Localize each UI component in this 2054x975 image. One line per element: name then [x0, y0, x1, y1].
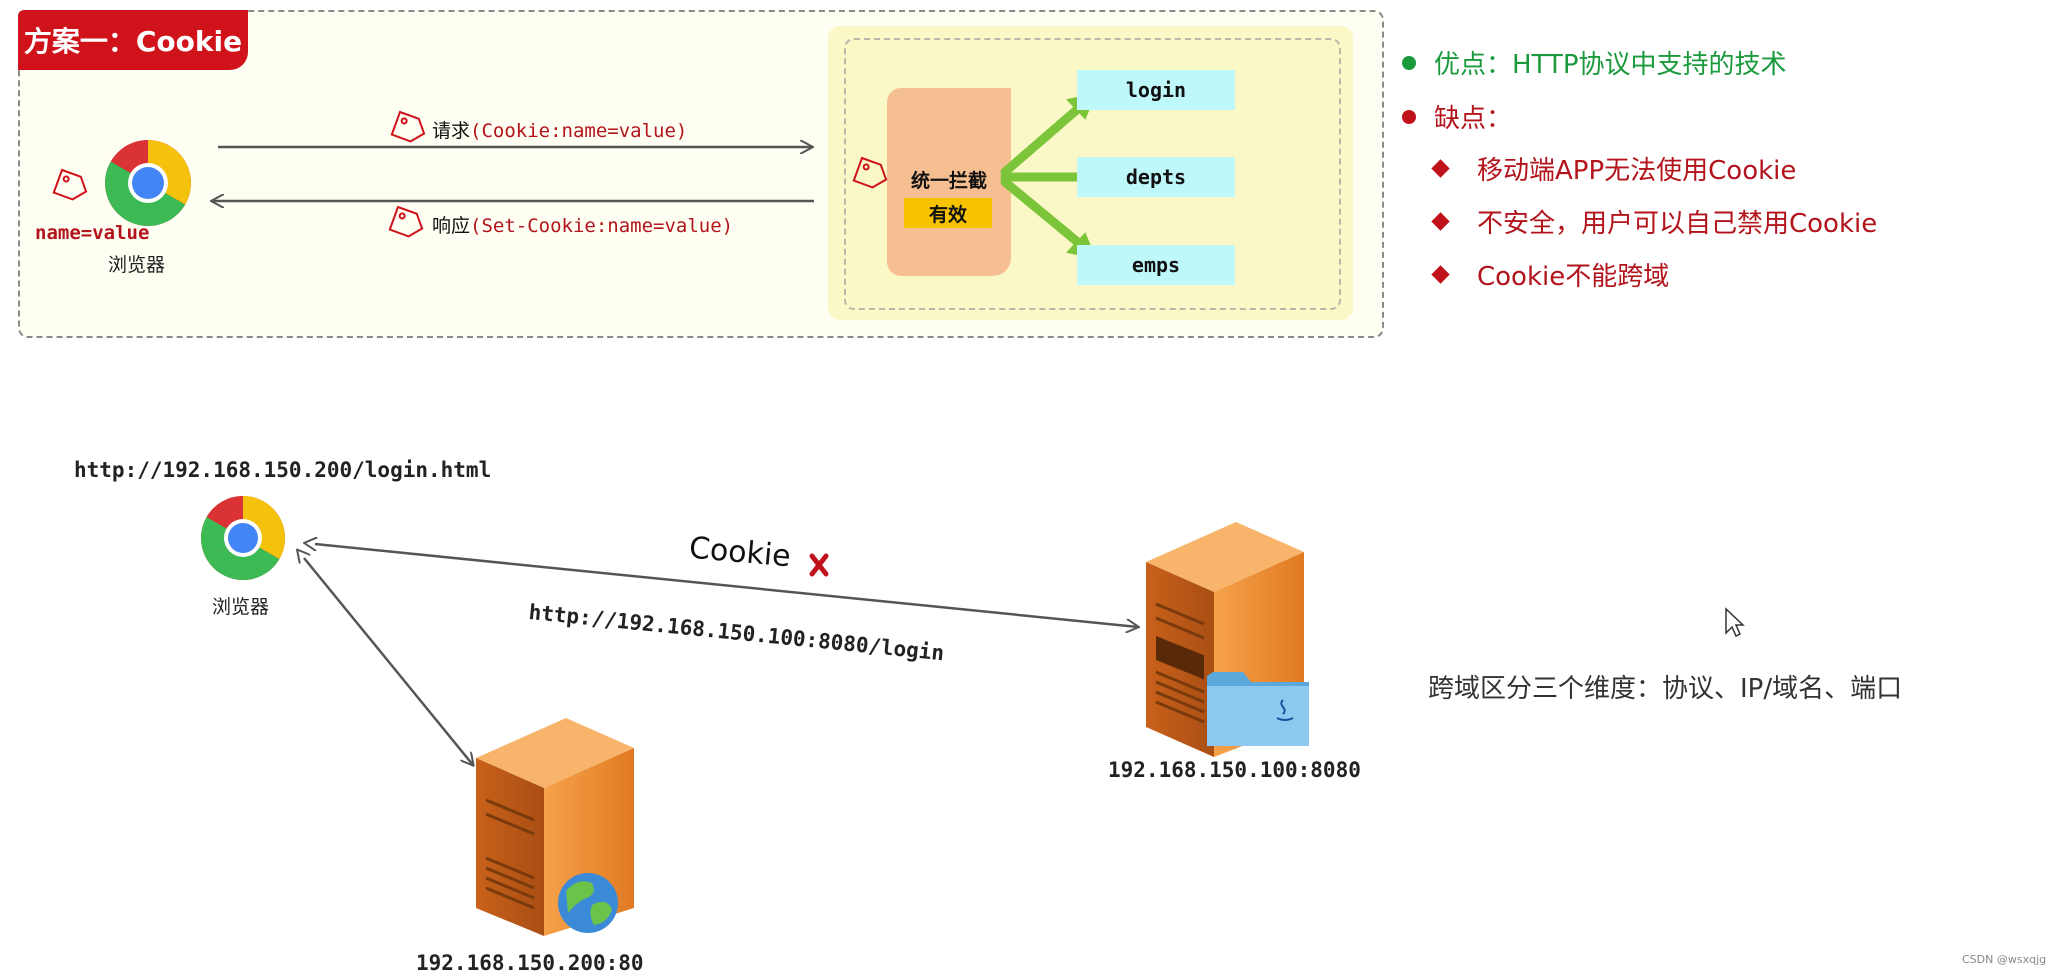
interceptor-label: 统一拦截 [910, 170, 987, 192]
cons-item: 移动端APP无法使用Cookie [1431, 150, 1796, 187]
response-tag-icon [388, 205, 424, 238]
endpoint-emps: emps [1077, 245, 1235, 285]
backend-server-address: 192.168.150.100:8080 [1108, 758, 1361, 782]
page-url: http://192.168.150.200/login.html [74, 458, 492, 482]
cons-title: 缺点： [1402, 98, 1512, 135]
red-dot-icon [1402, 109, 1416, 124]
endpoint-depts: depts [1077, 157, 1235, 197]
diamond-bullet-icon [1431, 212, 1450, 231]
java-folder-icon [1207, 672, 1309, 746]
browser-label-bottom: 浏览器 [212, 596, 270, 618]
request-label: 请求(Cookie:name=value) [432, 120, 688, 142]
frontend-request-arrow [304, 558, 473, 765]
globe-icon [558, 873, 618, 933]
response-label: 响应(Set-Cookie:name=value) [432, 215, 734, 237]
footer-credit: CSDN @wsxqjg [1962, 953, 2047, 966]
browser-cookie-label: name=value [35, 222, 150, 244]
cons-item: Cookie不能跨域 [1431, 256, 1669, 293]
cross-domain-note: 跨域区分三个维度：协议、IP/域名、端口 [1428, 674, 1903, 704]
frontend-server-address: 192.168.150.200:80 [416, 951, 644, 975]
browser-label: 浏览器 [108, 254, 166, 276]
chrome-browser-icon-bottom [200, 496, 286, 581]
cookie-tag-icon [52, 168, 88, 201]
pros-item: 优点：HTTP协议中支持的技术 [1402, 44, 1787, 81]
diamond-bullet-icon [1431, 265, 1450, 284]
interceptor-tag-icon [852, 156, 888, 189]
server-zone-border [844, 38, 1341, 310]
endpoint-login: login [1077, 70, 1235, 110]
interceptor-block [887, 88, 1011, 276]
cons-item: 不安全，用户可以自己禁用Cookie [1431, 203, 1877, 240]
chrome-browser-icon [105, 140, 191, 226]
diamond-bullet-icon [1431, 159, 1450, 178]
scheme-title: 方案一：Cookie [18, 10, 248, 70]
request-tag-icon [390, 110, 426, 143]
blocked-x-icon [809, 553, 829, 577]
mouse-cursor-icon [1725, 607, 1745, 638]
interceptor-status: 有效 [904, 198, 992, 228]
green-dot-icon [1402, 55, 1416, 70]
